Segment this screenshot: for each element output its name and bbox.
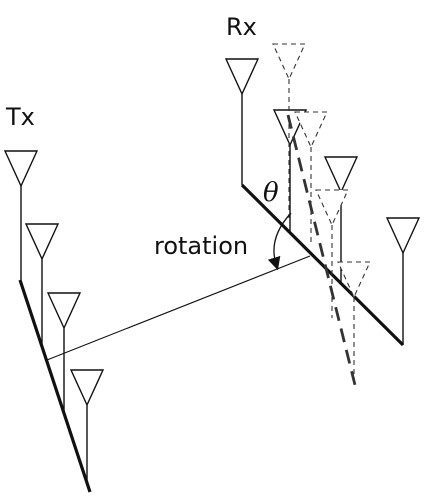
- tx-antenna-element: [46, 292, 82, 412]
- rx-rotated-antenna-element: [272, 43, 306, 218]
- rx-rotated-array: [272, 43, 371, 386]
- tx-antenna-element: [3, 150, 39, 280]
- rotation-arrow: [267, 212, 292, 271]
- rx-rotated-antenna-element: [315, 189, 349, 318]
- tx-antenna-element: [69, 369, 105, 482]
- tx-label: Tx: [5, 103, 35, 131]
- rotation-label: rotation: [154, 232, 248, 260]
- tx-rx-link-line: [46, 255, 311, 361]
- rx-array-axis: [240, 183, 405, 347]
- rx-antenna-element: [385, 217, 421, 345]
- tx-antenna-element: [24, 223, 60, 346]
- rx-rotated-antenna-element: [337, 261, 371, 385]
- tx-array-axis: [18, 279, 92, 493]
- rx-label: Rx: [226, 13, 257, 41]
- rx-rotated-antenna-element: [294, 111, 328, 246]
- rx-antenna-element: [224, 58, 260, 185]
- tx-array: [3, 150, 105, 493]
- theta-label: θ: [263, 178, 279, 208]
- rx-rotated-array-axis: [286, 114, 357, 386]
